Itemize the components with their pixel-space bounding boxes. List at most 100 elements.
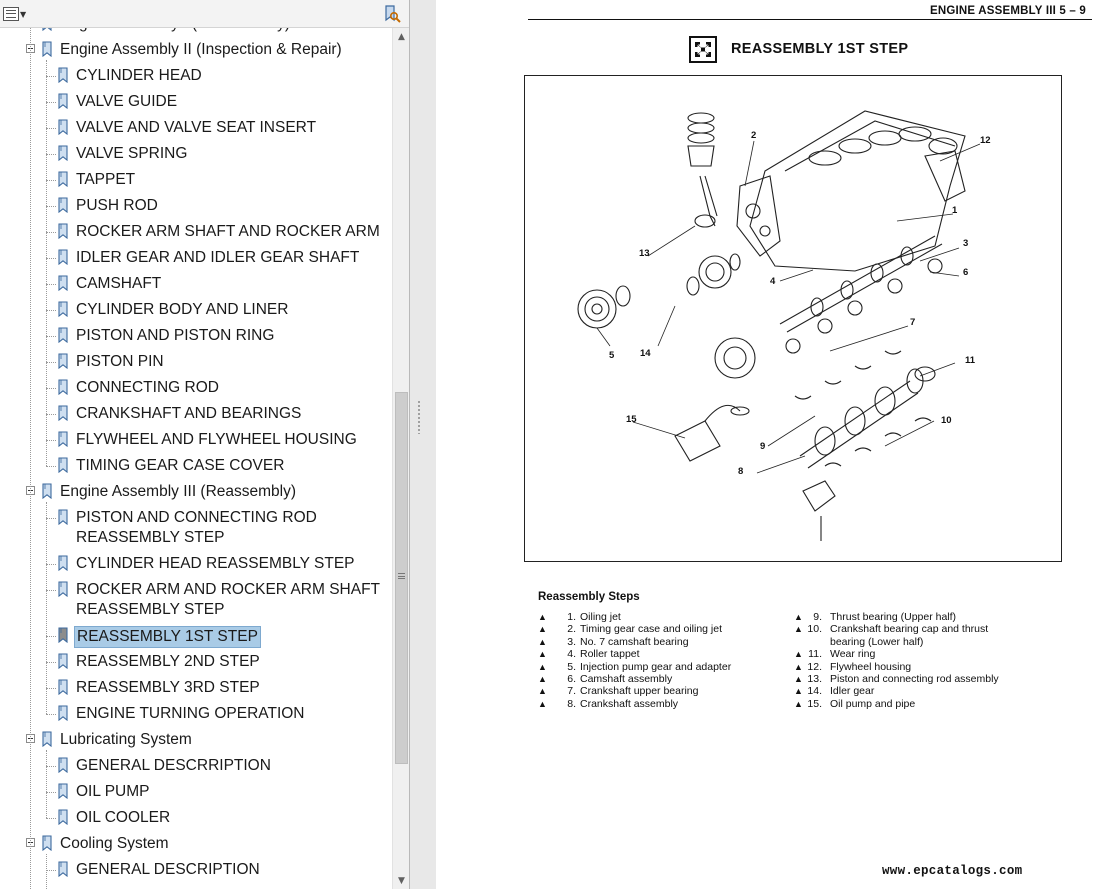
bookmark-item[interactable]: ENGINE TURNING OPERATION	[0, 702, 392, 728]
bookmark-label: REASSEMBLY 1ST STEP	[74, 626, 261, 648]
bookmark-section[interactable]: Cooling System	[0, 832, 392, 858]
callout-7: 7	[910, 317, 915, 328]
triangle-marker-icon: ▲	[794, 624, 803, 635]
callout-5: 5	[609, 350, 615, 361]
bookmark-icon	[58, 327, 68, 343]
step-text: No. 7 camshaft bearing	[580, 635, 689, 648]
tree-connector	[46, 662, 56, 663]
page-header: ENGINE ASSEMBLY III 5 – 9	[929, 5, 1086, 17]
bookmark-icon	[42, 835, 52, 851]
scroll-down-arrow-icon[interactable]: ▼	[398, 875, 405, 886]
find-bookmark-button[interactable]	[382, 4, 402, 24]
triangle-marker-icon: ▲	[538, 686, 547, 697]
bookmark-item[interactable]: GENERAL DESCRRIPTION	[0, 754, 392, 780]
tree-connector	[46, 206, 56, 207]
bookmark-icon	[58, 757, 68, 773]
bookmark-item[interactable]: ROCKER ARM AND ROCKER ARM SHAFT REASSEMB…	[0, 578, 392, 624]
triangle-marker-icon: ▲	[794, 686, 803, 697]
bookmark-item[interactable]: TAPPET	[0, 168, 392, 194]
bookmark-item[interactable]: REASSEMBLY 3RD STEP	[0, 676, 392, 702]
tree-connector	[46, 284, 56, 285]
tree-connector	[46, 502, 47, 714]
bookmark-icon	[58, 197, 68, 213]
bookmark-section[interactable]: Lubricating System	[0, 728, 392, 754]
bookmark-item[interactable]: ROCKER ARM SHAFT AND ROCKER ARM	[0, 220, 392, 246]
bookmark-item[interactable]: REASSEMBLY 2ND STEP	[0, 650, 392, 676]
bookmark-item[interactable]: CYLINDER HEAD REASSEMBLY STEP	[0, 552, 392, 578]
bookmark-icon	[42, 731, 52, 747]
bookmark-item[interactable]: GENERAL DESCRIPTION	[0, 858, 392, 884]
bookmark-label: Lubricating System	[60, 731, 192, 748]
options-menu-button[interactable]: ▼	[3, 5, 29, 23]
step-number: 15.	[807, 697, 822, 710]
step-text: Roller tappet	[580, 648, 640, 661]
panel-splitter[interactable]	[410, 0, 436, 889]
bookmark-icon	[58, 249, 68, 265]
callout-8: 8	[738, 466, 743, 477]
triangle-marker-icon: ▲	[794, 649, 803, 660]
step-text: Oil pump and pipe	[830, 697, 916, 710]
bookmark-label: ROCKER ARM AND ROCKER ARM SHAFT REASSEMB…	[76, 581, 380, 618]
bookmark-label: CAMSHAFT	[76, 275, 162, 292]
tree-connector	[46, 564, 56, 565]
bookmark-icon	[58, 223, 68, 239]
bookmark-item[interactable]: TIMING GEAR CASE COVER	[0, 454, 392, 480]
tree-connector	[46, 336, 56, 337]
step-text: Crankshaft assembly	[580, 697, 679, 710]
bookmark-label: GENERAL DESCRRIPTION	[76, 757, 271, 774]
engine-exploded-illustration: 2 12 1 3 6 4 7 5 13 14 11 15 10 9 8	[577, 110, 991, 541]
callout-13: 13	[639, 248, 650, 259]
tree-connector	[46, 362, 56, 363]
bookmark-icon	[58, 783, 68, 799]
tree-connector	[46, 440, 56, 441]
bookmark-label: PISTON AND PISTON RING	[76, 327, 275, 344]
find-bookmark-icon	[385, 5, 401, 23]
scroll-up-arrow-icon[interactable]: ▲	[398, 31, 405, 42]
bookmark-icon	[58, 353, 68, 369]
scroll-thumb[interactable]	[395, 392, 408, 764]
bookmark-item[interactable]: IDLER GEAR AND IDLER GEAR SHAFT	[0, 246, 392, 272]
bookmark-icon	[58, 653, 68, 669]
bookmark-section[interactable]: Engine Assembly II (Inspection & Repair)	[0, 38, 392, 64]
callout-4: 4	[770, 276, 776, 287]
bookmark-label: ENGINE TURNING OPERATION	[76, 705, 305, 722]
bookmarks-toolbar: ▼	[0, 0, 409, 28]
bookmarks-scrollbar[interactable]: ▲ ▼	[392, 28, 409, 889]
step-number: 11.	[808, 648, 822, 661]
bookmark-icon	[58, 679, 68, 695]
bookmark-item[interactable]: REASSEMBLY 1ST STEP	[0, 624, 392, 650]
bookmark-item[interactable]: FLYWHEEL AND FLYWHEEL HOUSING	[0, 428, 392, 454]
callout-3: 3	[963, 238, 968, 249]
splitter-grip-icon[interactable]	[417, 400, 421, 434]
bookmark-item[interactable]: CYLINDER BODY AND LINER	[0, 298, 392, 324]
callout-9: 9	[760, 441, 765, 452]
tree-connector	[46, 76, 56, 77]
bookmark-item[interactable]: OIL PUMP	[0, 780, 392, 806]
bookmark-item[interactable]: VALVE GUIDE	[0, 90, 392, 116]
bookmark-item[interactable]: PISTON AND CONNECTING ROD REASSEMBLY STE…	[0, 506, 392, 552]
bookmark-section[interactable]: Engine Assembly I (Disassembly)	[0, 28, 392, 38]
step-number: 10.	[807, 623, 822, 636]
bookmark-item[interactable]: CONNECTING ROD	[0, 376, 392, 402]
bookmark-label: OIL PUMP	[76, 783, 150, 800]
bookmark-section[interactable]: Engine Assembly III (Reassembly)	[0, 480, 392, 506]
step-number: 9.	[813, 611, 822, 623]
triangle-marker-icon: ▲	[538, 636, 547, 647]
bookmark-label: Engine Assembly II (Inspection & Repair)	[60, 41, 342, 58]
bookmark-item[interactable]: CAMSHAFT	[0, 272, 392, 298]
bookmark-item[interactable]: OIL COOLER	[0, 806, 392, 832]
bookmark-item[interactable]: VALVE SPRING	[0, 142, 392, 168]
bookmark-item[interactable]: PUSH ROD	[0, 194, 392, 220]
tree-connector	[46, 714, 56, 715]
triangle-marker-icon: ▲	[794, 661, 803, 672]
step-number: 5.	[567, 660, 576, 673]
bookmark-item[interactable]: VALVE AND VALVE SEAT INSERT	[0, 116, 392, 142]
bookmark-item[interactable]: CYLINDER HEAD	[0, 64, 392, 90]
bookmark-item[interactable]: PISTON AND PISTON RING	[0, 324, 392, 350]
bookmark-icon	[42, 28, 52, 31]
bookmark-item[interactable]: CRANKSHAFT AND BEARINGS	[0, 402, 392, 428]
bookmark-item[interactable]: PISTON PIN	[0, 350, 392, 376]
tree-connector	[46, 766, 56, 767]
bookmark-label: PISTON AND CONNECTING ROD REASSEMBLY STE…	[76, 509, 317, 546]
step-text: Oiling jet	[580, 611, 621, 623]
